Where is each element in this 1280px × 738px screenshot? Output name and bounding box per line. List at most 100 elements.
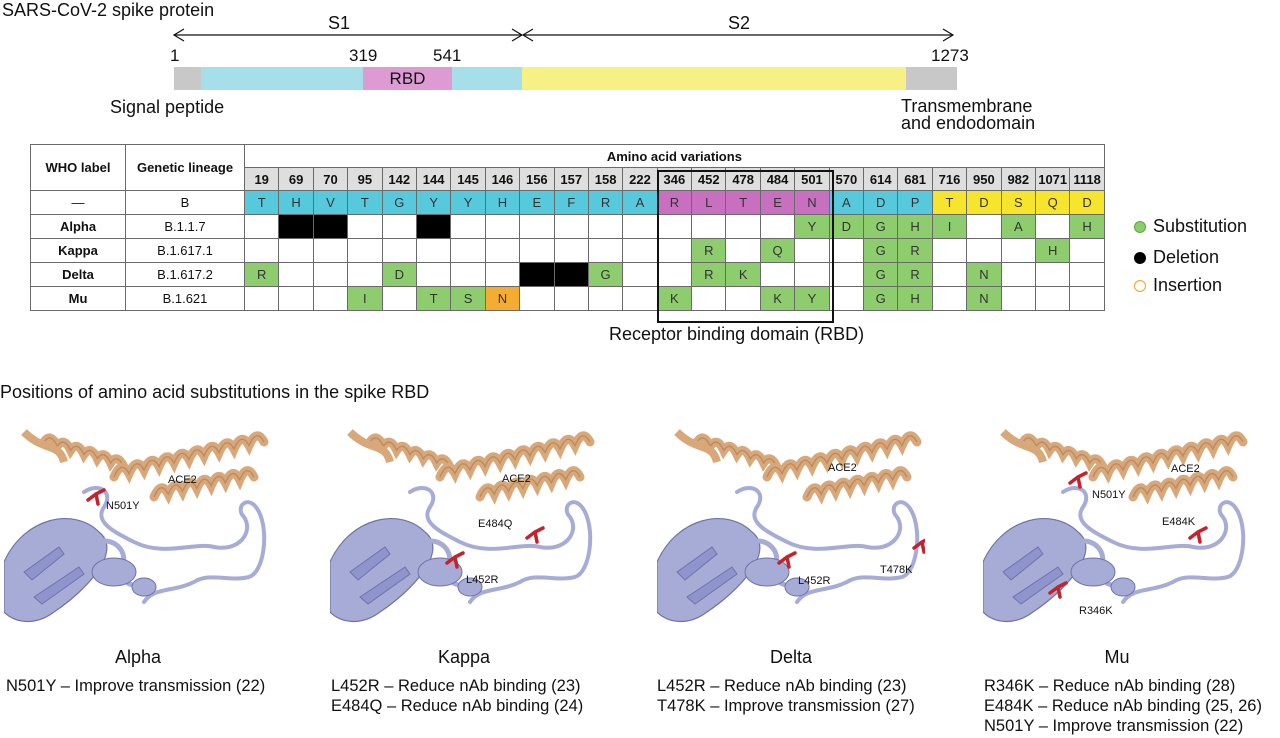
variation-cell: K xyxy=(759,286,796,311)
lineage-header: Genetic lineage xyxy=(125,144,245,191)
description-line: N501Y – Improve transmission (22) xyxy=(984,717,1244,735)
variation-cell: I xyxy=(931,214,968,239)
rbd-loop xyxy=(735,486,920,604)
variation-cell: R xyxy=(691,262,727,287)
row-label: Kappa xyxy=(30,238,126,263)
signal-peptide-segment xyxy=(174,67,201,90)
variation-cell: G xyxy=(863,286,899,311)
who-label-header: WHO label xyxy=(30,144,126,191)
reference-residue: R xyxy=(587,190,624,215)
transmembrane-label: Transmembrane xyxy=(901,96,1033,116)
position-cell: 157 xyxy=(553,167,589,191)
substitution-dot xyxy=(1134,220,1146,233)
empty-cell xyxy=(278,286,314,311)
variation-cell: H xyxy=(1069,214,1105,239)
mutation-residue xyxy=(777,551,797,569)
empty-cell xyxy=(725,286,761,311)
empty-cell xyxy=(1069,238,1105,263)
rbd-domain xyxy=(3,518,108,622)
position-cell: 614 xyxy=(863,167,899,191)
deletion-cell xyxy=(415,214,452,239)
residue-label: N501Y xyxy=(106,500,140,512)
reference-residue: Y xyxy=(415,190,452,215)
rbd-loop xyxy=(82,486,267,604)
reference-residue: Q xyxy=(1034,190,1071,215)
protein-structure xyxy=(982,429,1248,622)
pos-end: 1273 xyxy=(931,46,969,65)
reference-residue: G xyxy=(381,190,417,215)
description-kappa: L452R – Reduce nAb binding (23) E484Q – … xyxy=(331,676,583,716)
position-cell: 146 xyxy=(484,167,521,191)
empty-cell xyxy=(622,262,658,287)
ace2-label: ACE2 xyxy=(828,462,857,474)
empty-cell xyxy=(484,214,521,239)
protein-structure xyxy=(3,429,269,622)
position-cell: 95 xyxy=(347,167,383,191)
variation-cell: G xyxy=(863,262,899,287)
position-cell: 570 xyxy=(828,167,865,191)
empty-cell xyxy=(725,238,761,263)
reference-residue: D xyxy=(1069,190,1105,215)
empty-cell xyxy=(484,238,521,263)
structure-panel-delta xyxy=(656,422,932,636)
position-cell: 144 xyxy=(415,167,452,191)
legend-label: Deletion xyxy=(1153,247,1220,267)
empty-cell xyxy=(415,238,452,263)
rbd-loop xyxy=(408,486,593,604)
empty-cell xyxy=(828,262,865,287)
legend-label: Substitution xyxy=(1153,216,1248,236)
empty-cell xyxy=(931,286,968,311)
empty-cell xyxy=(278,262,314,287)
empty-cell xyxy=(1000,262,1036,287)
row-lineage: B.1.617.1 xyxy=(125,238,245,263)
reference-residue: L xyxy=(691,190,727,215)
domain-arrows-s2 xyxy=(521,28,955,42)
variation-cell: G xyxy=(587,262,624,287)
variation-cell: G xyxy=(863,238,899,263)
endodomain-label: and endodomain xyxy=(901,113,1036,133)
description-delta: L452R – Reduce nAb binding (23) T478K – … xyxy=(657,676,915,716)
reference-residue: H xyxy=(278,190,314,215)
variation-cell: R xyxy=(691,238,727,263)
empty-cell xyxy=(622,238,658,263)
position-cell: 19 xyxy=(243,167,280,191)
diagram-title: SARS-CoV-2 spike protein xyxy=(2,0,215,20)
position-cell: 982 xyxy=(1000,167,1036,191)
section-title: Positions of amino acid substitutions in… xyxy=(0,382,430,402)
rbd-caption: Receptor binding domain (RBD) xyxy=(609,324,865,344)
empty-cell xyxy=(931,238,968,263)
rbd-box xyxy=(657,170,834,323)
reference-residue: H xyxy=(484,190,521,215)
description-line: L452R – Reduce nAb binding (23) xyxy=(331,677,581,695)
empty-cell xyxy=(1034,286,1071,311)
legend-deletion: Deletion xyxy=(1134,247,1219,268)
description-line: N501Y – Improve transmission (22) xyxy=(6,677,266,695)
position-cell: 1071 xyxy=(1034,167,1071,191)
rbd-helix xyxy=(91,557,137,587)
ace2-helix xyxy=(674,429,721,464)
reference-residue: Y xyxy=(450,190,486,215)
empty-cell xyxy=(691,214,727,239)
rbd-domain xyxy=(982,518,1087,622)
ace2-label: ACE2 xyxy=(1171,463,1200,475)
position-cell: 716 xyxy=(931,167,968,191)
description-alpha: N501Y – Improve transmission (22) xyxy=(6,676,265,696)
reference-residue: T xyxy=(931,190,968,215)
empty-cell xyxy=(519,214,555,239)
position-cell: 69 xyxy=(278,167,314,191)
variation-cell: G xyxy=(863,214,899,239)
s2-segment xyxy=(522,67,906,90)
empty-cell xyxy=(450,214,486,239)
description-line: L452R – Reduce nAb binding (23) xyxy=(657,677,907,695)
deletion-cell xyxy=(519,262,555,287)
empty-cell xyxy=(484,262,521,287)
insertion-dot xyxy=(1134,279,1146,292)
variation-cell: A xyxy=(1000,214,1036,239)
rbd-label: RBD xyxy=(389,69,426,88)
panel-name-mu: Mu xyxy=(1104,647,1130,667)
variation-cell: R xyxy=(897,238,933,263)
description-mu: R346K – Reduce nAb binding (28) E484K – … xyxy=(984,676,1262,736)
